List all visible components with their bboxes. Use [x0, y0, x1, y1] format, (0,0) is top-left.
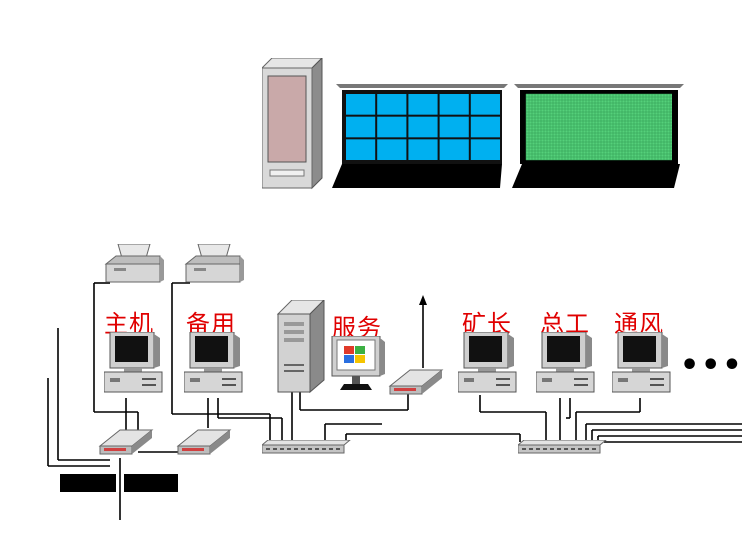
video-wall-tile	[439, 116, 469, 138]
video-wall-tile	[377, 116, 407, 138]
video-wall-tile	[470, 94, 500, 115]
wireless-access-point-icon	[388, 369, 444, 395]
printer-icon	[104, 244, 164, 283]
video-wall-tile	[408, 94, 438, 115]
connector-bar	[124, 474, 178, 492]
video-wall-tile	[439, 94, 469, 115]
video-wall-tile	[408, 116, 438, 138]
video-wall-tile	[470, 116, 500, 138]
server-monitor-icon	[331, 336, 385, 390]
video-wall-tile	[408, 139, 438, 160]
video-wall-tile	[346, 139, 376, 160]
server-cabinet-icon	[262, 58, 323, 190]
network-switch-icon	[518, 440, 607, 454]
network-switch-icon	[262, 440, 351, 454]
router-icon	[98, 429, 154, 455]
video-wall-display-icon	[332, 84, 508, 188]
chief-engineer-computer-icon	[536, 332, 595, 393]
server-tower-icon	[276, 300, 325, 394]
video-wall-tile	[377, 139, 407, 160]
video-wall-tile	[377, 94, 407, 115]
printer-icon	[184, 244, 244, 283]
video-wall-tile	[439, 139, 469, 160]
more-ellipsis: •••	[680, 348, 742, 383]
router-icon	[176, 429, 232, 455]
video-wall-tile	[470, 139, 500, 160]
backup-computer-icon	[184, 332, 243, 393]
antenna-arrow-icon	[419, 295, 427, 305]
video-wall-tile	[346, 94, 376, 115]
host-computer-icon	[104, 332, 163, 393]
led-display-icon	[512, 84, 684, 188]
video-wall-tile	[346, 116, 376, 138]
mine-manager-computer-icon	[458, 332, 517, 393]
connector-bar	[60, 474, 116, 492]
ventilation-computer-icon	[612, 332, 671, 393]
